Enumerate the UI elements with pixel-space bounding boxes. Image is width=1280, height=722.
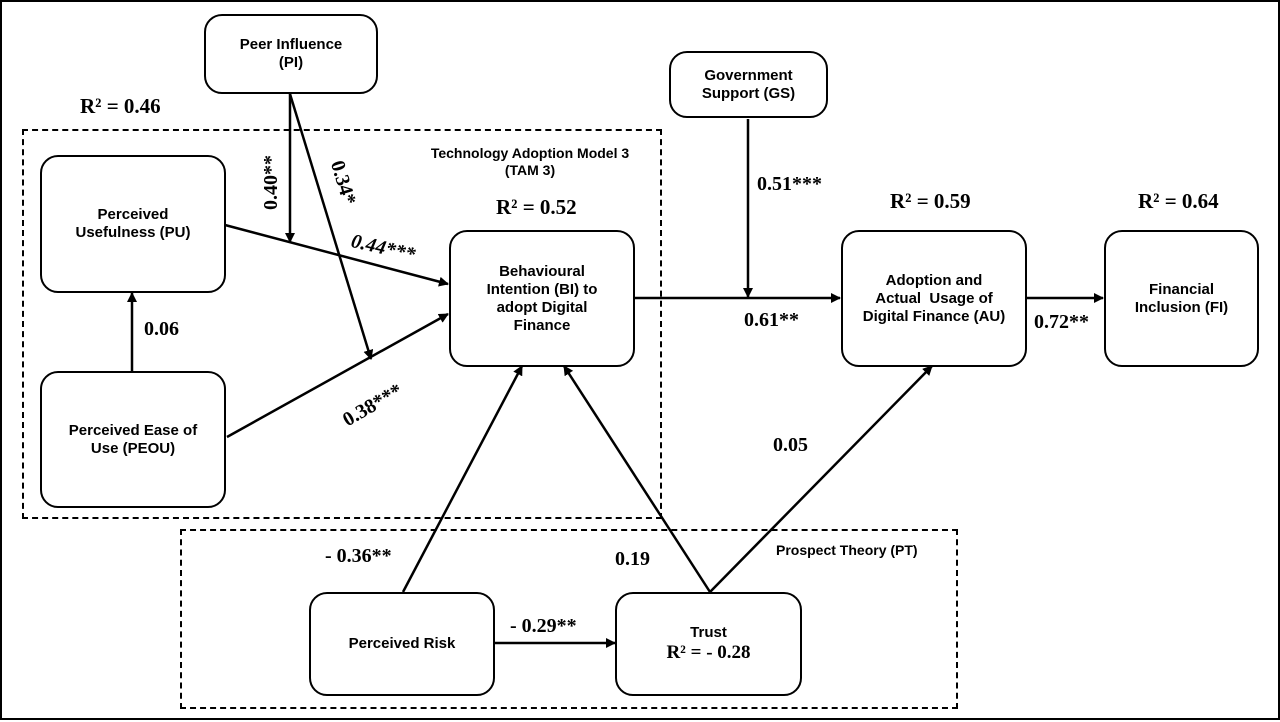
node-perceived-ease-of-use: Perceived Ease of Use (PEOU) [40,371,226,508]
arrow-pr-bi [401,365,524,593]
tam3-label: Technology Adoption Model 3 (TAM 3) [430,145,630,178]
tam3-boundary [22,129,662,519]
coef-au-fi: 0.72** [1034,311,1089,333]
r2-pu: R² = 0.46 [80,94,161,118]
coef-peou-pu: 0.06 [144,318,179,340]
arrow-peou-bi [226,312,449,439]
r2-fi: R² = 0.64 [1138,189,1219,213]
prospect-theory-boundary [180,529,958,709]
coef-trust-au: 0.05 [773,434,808,456]
coef-trust-bi: 0.19 [615,548,650,570]
coef-bi-au: 0.61** [744,309,799,331]
node-government-support: Government Support (GS) [669,51,828,118]
node-perceived-risk: Perceived Risk [309,592,495,696]
arrow-trust-bi [562,365,712,593]
coef-pr-trust: - 0.29** [510,615,577,637]
arrow-pi-peou-path [288,93,374,360]
r2-au: R² = 0.59 [890,189,971,213]
coef-pi-pu-bi: 0.40** [260,155,282,210]
arrow-trust-au [709,365,933,593]
trust-r-squared: R² = - 0.28 [666,642,751,663]
node-behavioural-intention: Behavioural Intention (BI) to adopt Digi… [449,230,635,367]
node-adoption-actual-usage: Adoption and Actual Usage of Digital Fin… [841,230,1027,367]
pt-label: Prospect Theory (PT) [776,542,918,558]
coef-gs: 0.51*** [757,173,822,195]
r2-bi: R² = 0.52 [496,195,577,219]
node-trust: Trust R² = - 0.28 [615,592,802,696]
coef-pr-bi: - 0.36** [325,545,392,567]
node-financial-inclusion: Financial Inclusion (FI) [1104,230,1259,367]
node-peer-influence: Peer Influence (PI) [204,14,378,94]
arrow-pu-bi [224,223,449,287]
node-perceived-usefulness: Perceived Usefulness (PU) [40,155,226,293]
